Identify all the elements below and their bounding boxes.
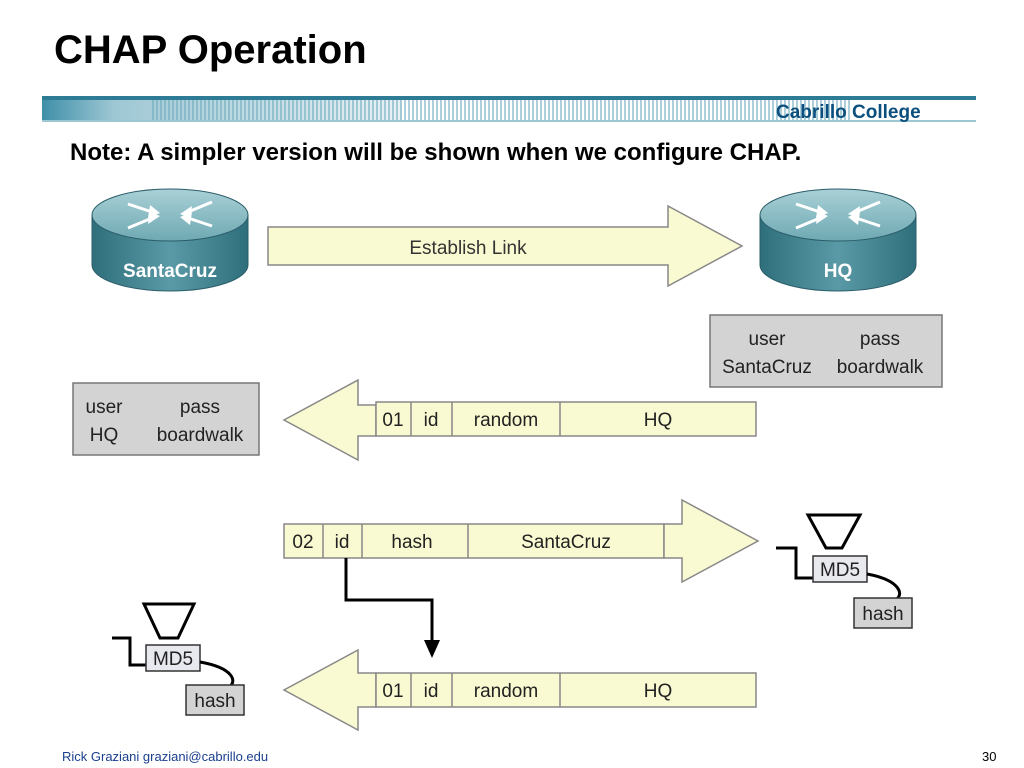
hq-cred-pass: boardwalk — [837, 357, 924, 378]
footer-author: Rick Graziani graziani@cabrillo.edu — [62, 749, 269, 764]
institution-name: Cabrillo College — [776, 102, 921, 123]
challenge-packet: 01 id random HQ — [375, 401, 757, 437]
response-code: 02 — [292, 532, 313, 553]
md5-right-label: MD5 — [820, 560, 860, 581]
response-packet: 02 id hash SantaCruz — [283, 523, 665, 559]
sc-cred-pass: boardwalk — [157, 425, 244, 446]
id-flow-connector — [344, 558, 440, 658]
md5-left-label: MD5 — [153, 649, 193, 670]
hq-cred-user-header: user — [749, 329, 787, 350]
router-santacruz-icon: SantaCruz — [91, 188, 249, 292]
hq-credentials-box: user pass SantaCruz boardwalk — [709, 314, 943, 388]
sc-cred-user-header: user — [86, 397, 124, 418]
challenge-arrow — [282, 378, 377, 462]
page-number: 30 — [982, 749, 997, 764]
router-santacruz-label: SantaCruz — [123, 261, 217, 282]
response-data: hash — [391, 532, 432, 553]
challenge-code: 01 — [382, 410, 403, 431]
md5-right-icon: MD5 hash — [776, 513, 913, 629]
challenge-copy-name: HQ — [644, 681, 673, 702]
establish-link-arrow: Establish Link — [267, 204, 744, 288]
challenge-copy-code: 01 — [382, 681, 403, 702]
response-arrow — [663, 498, 760, 584]
slide-title: CHAP Operation — [54, 28, 367, 72]
challenge-copy-arrow — [282, 648, 377, 732]
slide-note: Note: A simpler version will be shown wh… — [70, 139, 802, 166]
santacruz-credentials-box: user pass HQ boardwalk — [72, 382, 260, 456]
md5-left-icon: MD5 hash — [112, 602, 245, 716]
challenge-copy-id: id — [424, 681, 439, 702]
router-hq-label: HQ — [824, 261, 853, 282]
response-id: id — [335, 532, 350, 553]
sc-cred-pass-header: pass — [180, 397, 220, 418]
hq-cred-user: SantaCruz — [722, 357, 812, 378]
challenge-copy-packet: 01 id random HQ — [375, 672, 757, 708]
challenge-data: random — [474, 410, 538, 431]
challenge-id: id — [424, 410, 439, 431]
md5-left-output: hash — [194, 691, 235, 712]
md5-right-output: hash — [862, 604, 903, 625]
sc-cred-user: HQ — [90, 425, 119, 446]
header-decoration — [42, 96, 976, 122]
router-hq-icon: HQ — [759, 188, 917, 292]
response-name: SantaCruz — [521, 532, 611, 553]
hq-cred-pass-header: pass — [860, 329, 900, 350]
challenge-name: HQ — [644, 410, 673, 431]
establish-link-label: Establish Link — [409, 238, 527, 259]
challenge-copy-data: random — [474, 681, 538, 702]
